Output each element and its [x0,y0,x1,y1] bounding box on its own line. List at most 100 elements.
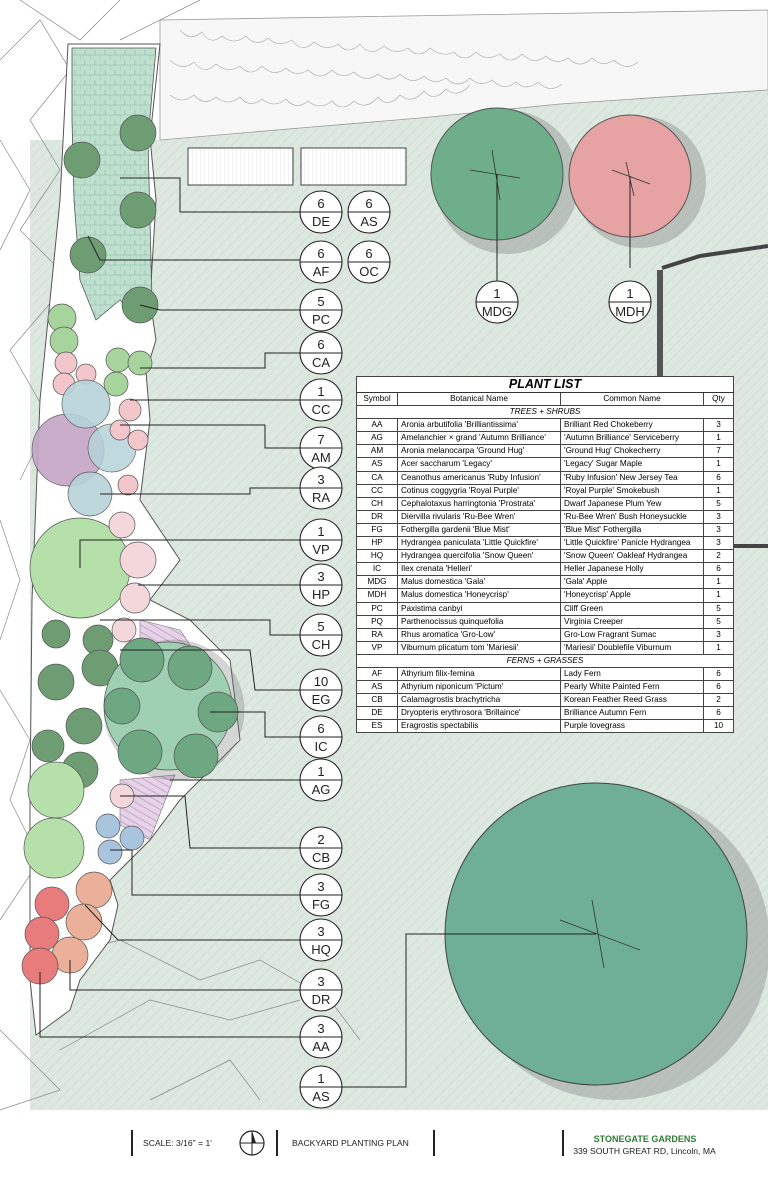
symbol-cell: AM [356,444,398,459]
callout-code: CB [312,850,330,865]
botanical-cell: Hydrangea paniculata 'Little Quickfire' [397,536,561,551]
botanical-cell: Aronia melanocarpa 'Ground Hug' [397,444,561,459]
callout-qty: 5 [317,294,324,309]
callout-code: PC [312,312,330,327]
callout-code: AG [312,782,331,797]
plant-callout: 3RA [299,466,343,510]
callout-qty: 6 [365,246,372,261]
botanical-cell: Amelanchier × grand 'Autumn Brilliance' [397,431,561,446]
symbol-cell: DR [356,509,398,524]
plant-callout: 1CC [299,378,343,422]
qty-cell: 2 [702,549,735,564]
qty-cell: 1 [702,575,735,590]
callout-qty: 1 [626,286,633,301]
callout-qty: 1 [317,764,324,779]
plant-callout: 5CH [299,613,343,657]
common-cell: 'Honeycrisp' Apple [560,588,704,603]
callout-code: AM [311,450,331,465]
common-cell: Gro-Low Fragrant Sumac [560,627,704,642]
callout-code: CC [312,402,331,417]
qty-cell: 6 [702,706,735,721]
common-cell: 'Gala' Apple [560,575,704,590]
symbol-cell: IC [356,562,398,577]
header-symbol: Symbol [356,391,398,407]
north-arrow-icon [239,1130,265,1156]
plant-callout: 2CB [299,826,343,870]
section-row: TREES + SHRUBS [355,405,735,420]
callout-code: AS [312,1089,330,1104]
common-cell: 'Blue Mist' Fothergilla [560,522,704,538]
plant-list-table: PLANT LIST Symbol Botanical Name Common … [355,376,735,734]
plant-callout: 1VP [299,518,343,562]
callout-code: CH [312,637,331,652]
title-divider [276,1130,278,1156]
plant-callout: 3FG [299,873,343,917]
plant-callout: 5PC [299,288,343,332]
callout-qty: 3 [317,974,324,989]
plant-callout: 3AA [299,1015,343,1059]
callout-qty: 1 [493,286,500,301]
qty-cell: 10 [702,719,735,734]
symbol-cell: ES [356,719,398,734]
plant-callout: 1AS [299,1065,343,1109]
common-cell: Purple lovegrass [560,719,704,734]
callout-qty: 1 [317,1071,324,1086]
section-label: FERNS + GRASSES [355,653,735,668]
callout-qty: 3 [317,569,324,584]
qty-cell: 5 [702,614,735,629]
symbol-cell: CB [356,693,398,708]
symbol-cell: HP [356,536,398,551]
botanical-cell: Eragrostis spectabilis [397,719,561,734]
common-cell: 'Ground Hug' Chokecherry [560,444,704,459]
callout-code: EG [312,692,331,707]
botanical-cell: Hydrangea quercifolia 'Snow Queen' [397,549,561,564]
botanical-cell: Malus domestica 'Gala' [397,575,561,590]
common-cell: Lady Fern [560,666,704,682]
botanical-cell: Dryopteris erythrosora 'Brillaince' [397,706,561,721]
callout-code: AA [312,1039,330,1054]
callout-qty: 6 [317,721,324,736]
symbol-cell: PQ [356,614,398,629]
qty-cell: 1 [702,457,735,472]
common-cell: 'Mariesii' Doublefile Viburnum [560,640,704,655]
qty-cell: 3 [702,509,735,524]
company-address: 339 SOUTH GREAT RD, Lincoln, MA [573,1146,716,1156]
qty-cell: 6 [702,666,735,682]
callout-qty: 3 [317,1021,324,1036]
plant-callout: 6AS [347,190,391,234]
section-row: FERNS + GRASSES [355,653,735,668]
symbol-cell: AA [356,418,398,433]
table-header-row: Symbol Botanical Name Common Name Qty [356,391,735,407]
plant-callout: 3DR [299,968,343,1012]
callout-code: RA [312,490,330,505]
callout-code: HQ [311,942,331,957]
symbol-cell: MDH [356,588,398,603]
botanical-cell: Aronia arbutifolia 'Brilliantissima' [397,418,561,433]
botanical-cell: Calamagrostis brachytricha [397,693,561,708]
common-cell: 'Legacy' Sugar Maple [560,457,704,472]
callout-qty: 1 [317,384,324,399]
qty-cell: 3 [702,418,735,433]
symbol-cell: CA [356,470,398,485]
common-cell: Korean Feather Reed Grass [560,693,704,708]
botanical-cell: Athyrium niponicum 'Pictum' [397,680,561,695]
symbol-cell: MDG [356,575,398,590]
company-name: STONEGATE GARDENS [593,1134,697,1144]
callout-qty: 3 [317,879,324,894]
title-divider [131,1130,133,1156]
